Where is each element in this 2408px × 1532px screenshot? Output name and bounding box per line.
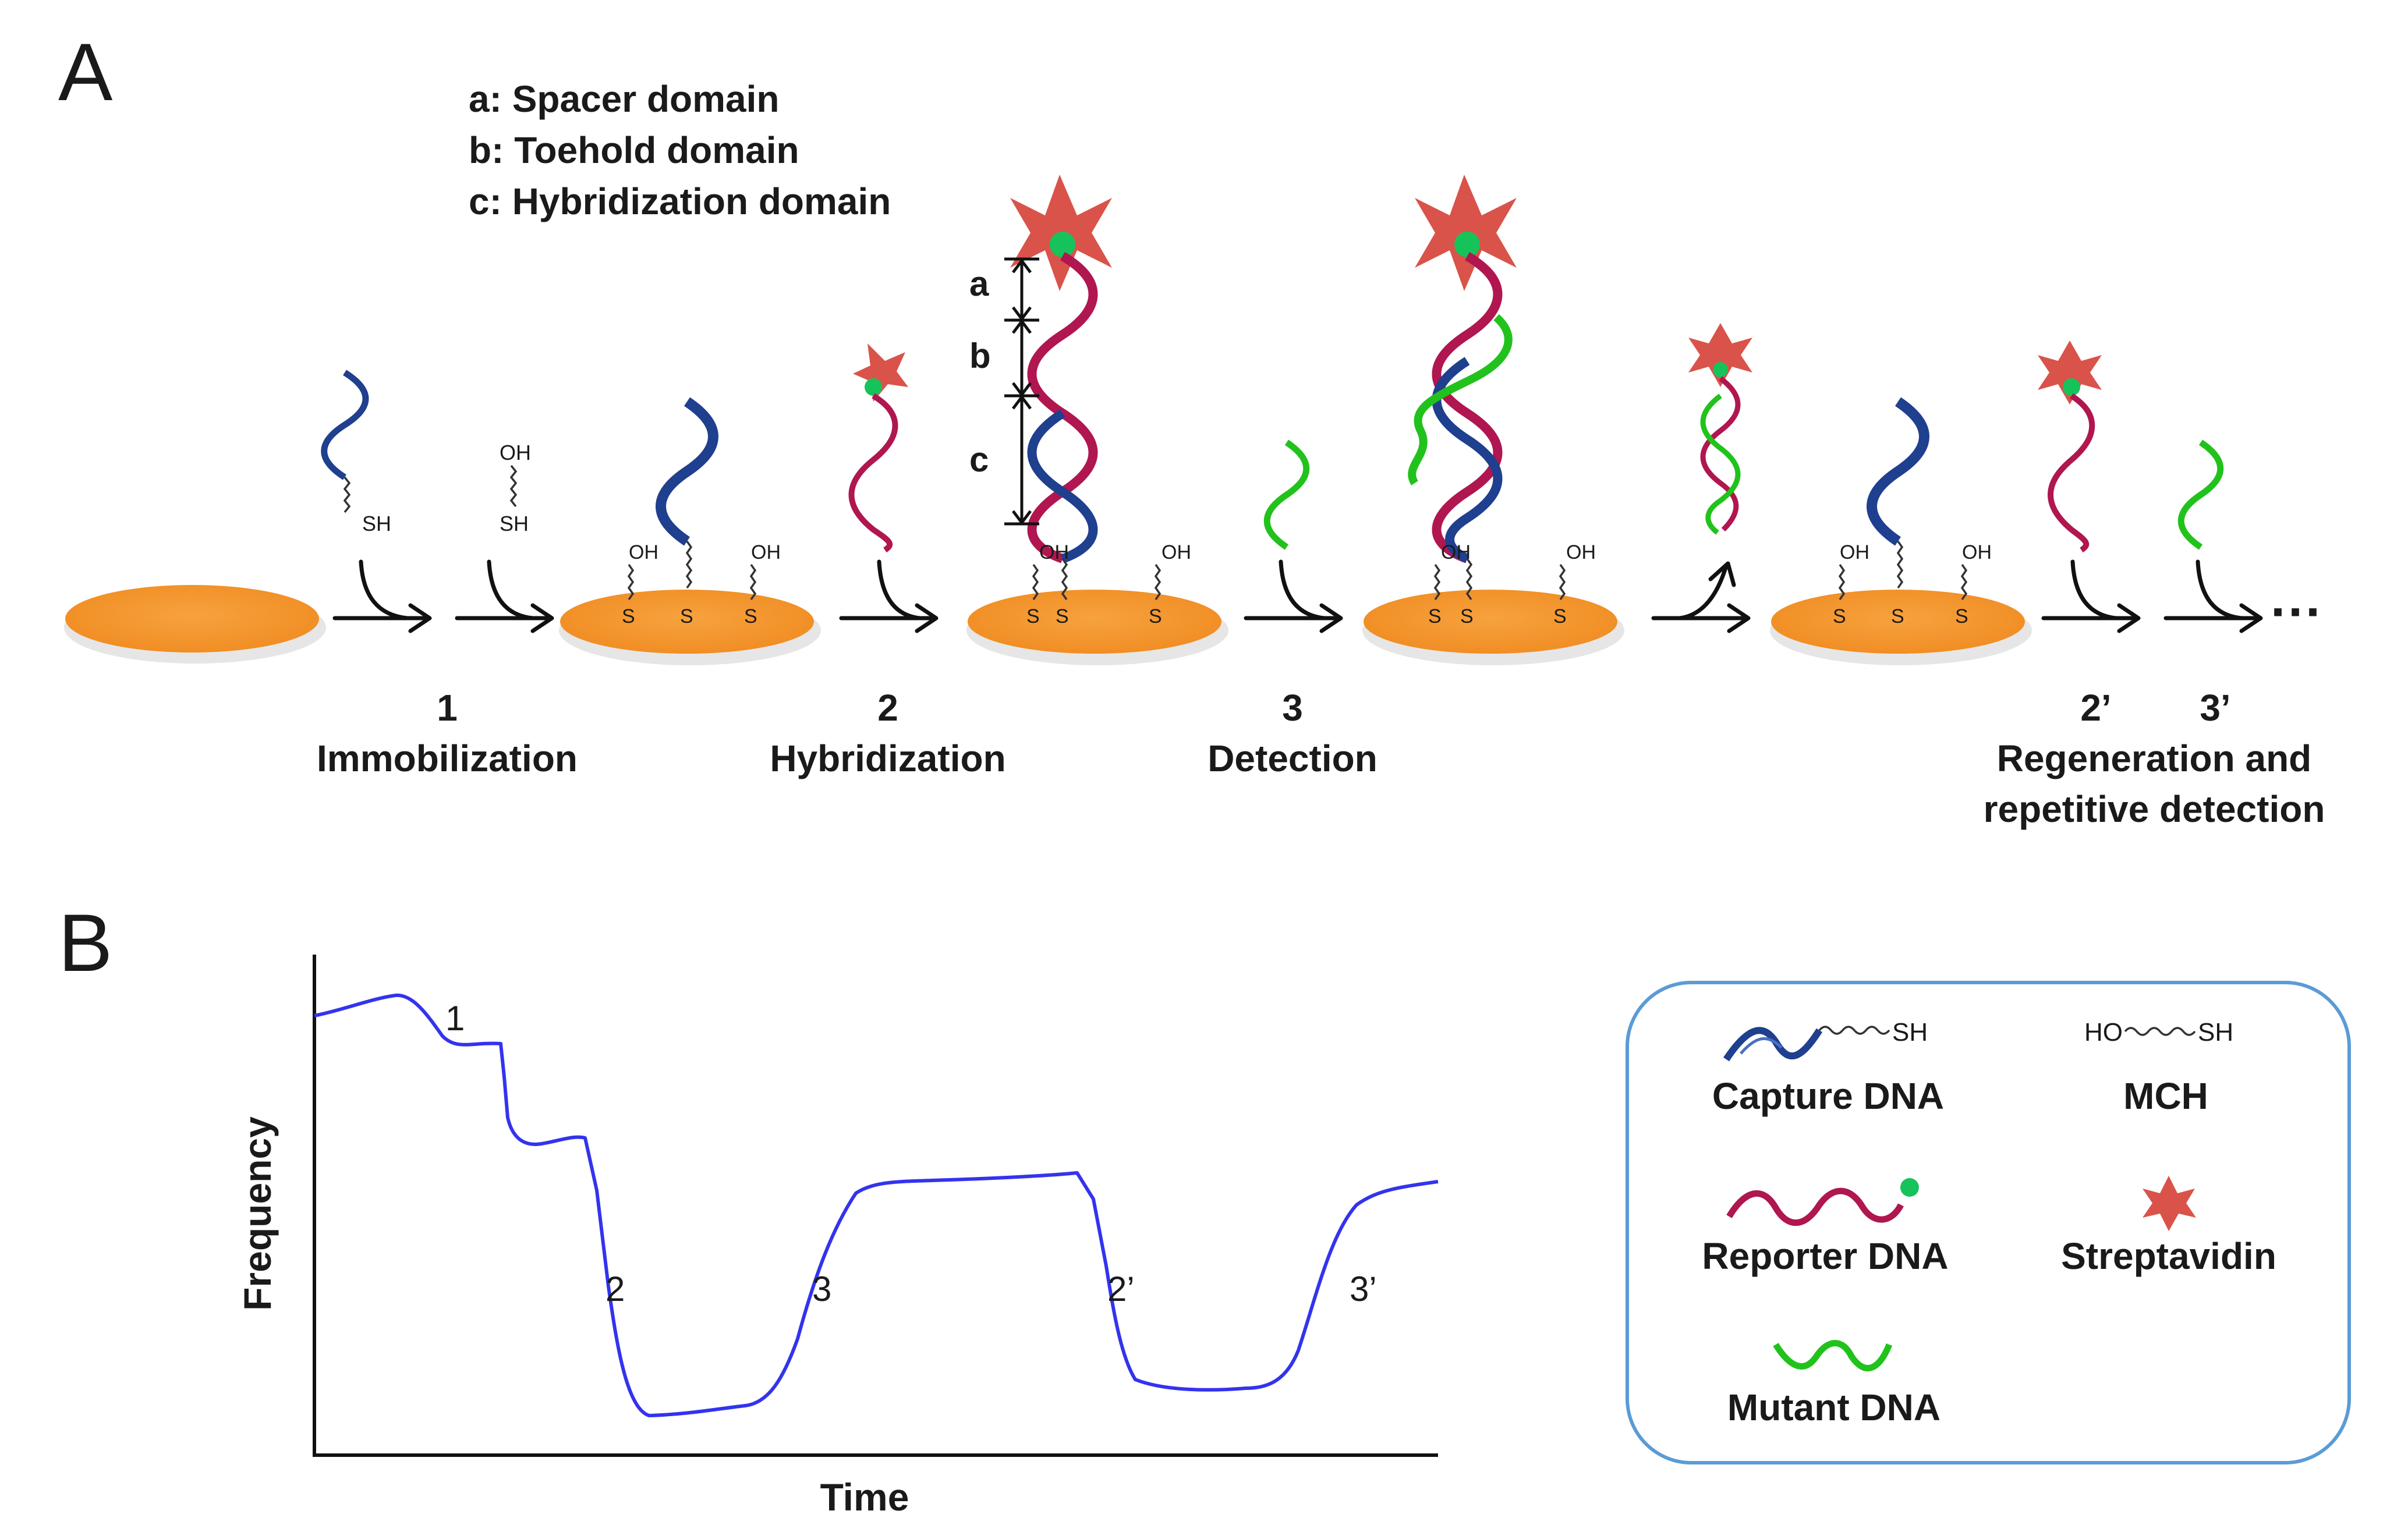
s-label: S	[622, 605, 635, 627]
s-label: S	[744, 605, 757, 627]
x-axis-label: Time	[820, 1476, 909, 1519]
legend-reporter-label: Reporter DNA	[1702, 1235, 1948, 1277]
oh-label: OH	[1039, 541, 1069, 563]
step-2-name: Hybridization	[770, 737, 1005, 779]
gold-surface-2	[559, 590, 821, 665]
s-label: S	[1428, 605, 1442, 627]
legend-sh-label: SH	[1892, 1018, 1928, 1047]
mutant-dna-free	[1263, 439, 1310, 550]
step-3-number: 3	[1282, 687, 1303, 729]
oh-label: OH	[1840, 541, 1869, 563]
gold-surface-3	[966, 590, 1228, 665]
curve-marker-2prime: 2’	[1107, 1269, 1135, 1308]
curve-marker-3prime: 3’	[1350, 1269, 1377, 1308]
curve-marker-2: 2	[605, 1269, 625, 1308]
y-axis-label: Frequency	[236, 1116, 279, 1311]
oh-label: OH	[500, 441, 531, 464]
gold-surface-1	[64, 585, 326, 664]
curve-marker-3: 3	[812, 1269, 831, 1308]
capture-dna-free: SH	[321, 370, 391, 536]
surface-4-molecules: S OH S OH S	[1408, 175, 1596, 627]
released-duplex	[1688, 323, 1752, 535]
gold-surface-4	[1362, 590, 1624, 665]
legend-mutant-label: Mutant DNA	[1727, 1386, 1940, 1428]
s-label: S	[680, 605, 693, 627]
legend-mch-label: MCH	[2123, 1075, 2208, 1117]
s-label: S	[1833, 605, 1846, 627]
oh-label: OH	[629, 541, 658, 563]
mutant-dna-repeat	[2177, 439, 2224, 550]
legend-streptavidin-label: Streptavidin	[2061, 1235, 2276, 1277]
legend-streptavidin-icon	[2143, 1176, 2196, 1231]
step-1-name: Immobilization	[317, 737, 578, 779]
surface-2-molecules: S OH S OH S	[622, 397, 781, 627]
step-1-number: 1	[437, 687, 458, 729]
sh-label: SH	[362, 512, 391, 536]
legend-box: SH Capture DNA HO SH MCH Reporter DNA St…	[1626, 981, 2351, 1464]
reporter-dna-repeat	[2038, 341, 2102, 553]
regeneration-line-2: repetitive detection	[1984, 788, 2325, 830]
frequency-graph: Frequency Time 1 2 3 2’ 3’	[236, 955, 1439, 1519]
s-label: S	[1955, 605, 1968, 627]
oh-label: OH	[1161, 541, 1191, 563]
s-label: S	[1553, 605, 1567, 627]
dim-a: a	[969, 264, 989, 303]
dim-c: c	[969, 440, 989, 479]
mch-free: OH SH	[500, 441, 531, 536]
legend-sh-label: SH	[2198, 1018, 2233, 1047]
surface-3-molecules: S OH S OH S	[1010, 175, 1191, 627]
legend-reporter-icon	[1726, 1178, 1919, 1226]
step-2prime-number: 2’	[2080, 687, 2111, 729]
curve-marker-1: 1	[445, 999, 465, 1038]
surface-5-molecules: S OH S OH S	[1833, 397, 1992, 627]
panel-b-label: B	[58, 897, 112, 988]
gold-surface-5	[1770, 590, 2032, 665]
s-label: S	[1460, 605, 1474, 627]
domain-legend: a: Spacer domain b: Toehold domain c: Hy…	[469, 78, 891, 222]
domain-hybridization: c: Hybridization domain	[469, 180, 891, 222]
process-arrows	[332, 559, 2263, 633]
s-label: S	[1026, 605, 1040, 627]
legend-mutant-icon	[1773, 1340, 1893, 1371]
legend-capture-label: Capture DNA	[1712, 1075, 1944, 1117]
sh-label: SH	[500, 512, 529, 536]
legend-ho-label: HO	[2084, 1018, 2123, 1047]
regeneration-line-1: Regeneration and	[1997, 737, 2312, 779]
continuation-ellipsis: ···	[2271, 583, 2323, 641]
oh-label: OH	[751, 541, 781, 563]
reporter-dna-free	[848, 343, 908, 553]
domain-dimension	[1004, 257, 1039, 526]
s-label: S	[1149, 605, 1162, 627]
step-2-number: 2	[877, 687, 898, 729]
panel-a-label: A	[58, 26, 113, 118]
oh-label: OH	[1566, 541, 1596, 563]
legend-mch-icon: HO SH	[2084, 1018, 2233, 1047]
oh-label: OH	[1441, 541, 1471, 563]
step-3prime-number: 3’	[2200, 687, 2230, 729]
domain-spacer: a: Spacer domain	[469, 78, 780, 120]
oh-label: OH	[1962, 541, 1992, 563]
dim-b: b	[969, 336, 991, 375]
legend-capture-icon: SH	[1723, 1018, 1928, 1062]
step-3-name: Detection	[1207, 737, 1377, 779]
frequency-curve	[314, 993, 1439, 1417]
s-label: S	[1056, 605, 1069, 627]
domain-toehold: b: Toehold domain	[469, 129, 799, 171]
s-label: S	[1891, 605, 1904, 627]
